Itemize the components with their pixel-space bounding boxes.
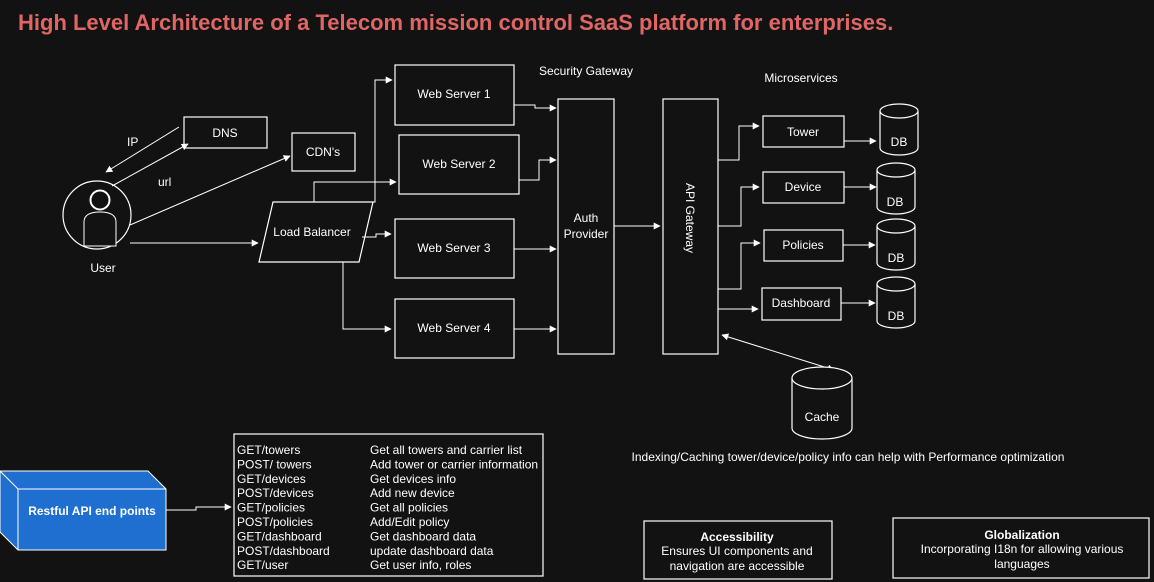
auth-label-line1: Auth [574, 211, 599, 225]
page-title: High Level Architecture of a Telecom mis… [18, 10, 893, 35]
edge-api-to-policies [718, 239, 761, 290]
db-policies-label: DB [888, 251, 905, 265]
globalization-box [892, 517, 1150, 579]
endpoint-description: Add tower or carrier information [370, 457, 538, 471]
cache-note: Indexing/Caching tower/device/policy inf… [632, 450, 1065, 464]
globalization-line1: Incorporating I18n for allowing various [921, 542, 1124, 556]
edge-lb-to-ws4 [342, 262, 392, 333]
dns-label: DNS [212, 126, 237, 140]
endpoint-description: Add new device [370, 486, 455, 500]
dns-box [183, 116, 268, 149]
endpoint-description: Get user info, roles [370, 558, 471, 572]
endpoint-method: POST/devices [237, 486, 314, 500]
microservices-title: Microservices [764, 71, 837, 85]
edge-api-cache [721, 333, 835, 372]
accessibility-title: Accessibility [700, 530, 774, 544]
edge-user-to-cdn [129, 155, 291, 226]
endpoint-method: GET/towers [237, 443, 300, 457]
web-server-1-label: Web Server 1 [417, 87, 490, 101]
load-balancer-label: Load Balancer [273, 225, 350, 239]
device-service-label: Device [785, 180, 822, 194]
endpoint-method: POST/ towers [237, 457, 312, 471]
endpoint-method: GET/user [237, 558, 288, 572]
edge-label-ip: IP [127, 135, 138, 149]
endpoint-method: POST/policies [237, 515, 313, 529]
endpoint-description: Get devices info [370, 472, 456, 486]
edge-api-to-tower [718, 122, 760, 161]
security-gateway-title: Security Gateway [539, 64, 633, 78]
api-gateway-label: API Gateway [683, 183, 697, 253]
endpoint-description: Get dashboard data [370, 529, 476, 543]
db-policies: DB [876, 218, 916, 271]
accessibility-line2: navigation are accessible [670, 559, 805, 573]
policies-service-label: Policies [782, 238, 823, 252]
edge-ws2-to-auth [519, 156, 557, 181]
cache-label: Cache [805, 410, 840, 424]
load-balancer-shape [258, 201, 374, 263]
accessibility-line1: Ensures UI components and [661, 544, 812, 558]
cache-db: Cache [791, 366, 853, 440]
web-server-2-label: Web Server 2 [422, 157, 495, 171]
endpoints-table [233, 433, 544, 577]
web-server-2-box [398, 134, 520, 195]
web-server-4-label: Web Server 4 [417, 321, 490, 335]
edge-lb-to-ws2 [313, 178, 397, 202]
auth-label-line2: Provider [564, 227, 609, 241]
endpoint-description: Get all towers and carrier list [370, 443, 523, 457]
cdn-label: CDN's [306, 145, 340, 159]
restful-api-label: Restful API end points [28, 504, 156, 518]
db-dashboard-label: DB [888, 309, 905, 323]
edge-lb-to-ws3 [362, 230, 392, 238]
db-device: DB [876, 162, 916, 215]
globalization-line2: languages [994, 557, 1049, 571]
endpoint-method: GET/dashboard [237, 529, 322, 543]
edge-user-to-dns [111, 143, 189, 187]
globalization-title: Globalization [984, 528, 1059, 542]
web-server-3-label: Web Server 3 [417, 241, 490, 255]
endpoint-description: update dashboard data [370, 544, 494, 558]
edge-lb-to-ws1 [352, 76, 393, 203]
endpoint-description: Add/Edit policy [370, 515, 449, 529]
user-label: User [90, 261, 115, 275]
user-node: User [62, 180, 132, 275]
db-device-label: DB [887, 195, 904, 209]
edge-label-url: url [158, 175, 171, 189]
db-dashboard: DB [876, 276, 916, 329]
accessibility-box [643, 520, 833, 580]
endpoint-method: GET/devices [237, 472, 306, 486]
restful-api-box: Restful API end points [0, 470, 167, 551]
tower-service-label: Tower [787, 125, 819, 139]
endpoint-method: POST/dashboard [237, 544, 330, 558]
endpoint-description: Get all policies [370, 501, 448, 515]
db-tower: DB [879, 103, 919, 156]
endpoint-method: GET/policies [237, 501, 305, 515]
tower-service-box [762, 115, 845, 148]
edge-api-to-endpoints [166, 503, 232, 511]
dashboard-service-label: Dashboard [772, 296, 831, 310]
cdn-box [291, 132, 356, 172]
user-icon [62, 180, 132, 250]
dashboard-service-box [761, 287, 842, 321]
db-tower-label: DB [891, 135, 908, 149]
edge-ws1-to-auth [514, 104, 557, 112]
edge-dns-to-user [105, 126, 180, 173]
edge-api-to-device [718, 183, 760, 227]
endpoint-rows: GET/towers Get all towers and carrier lis… [237, 443, 538, 572]
web-server-1-box [394, 64, 515, 126]
